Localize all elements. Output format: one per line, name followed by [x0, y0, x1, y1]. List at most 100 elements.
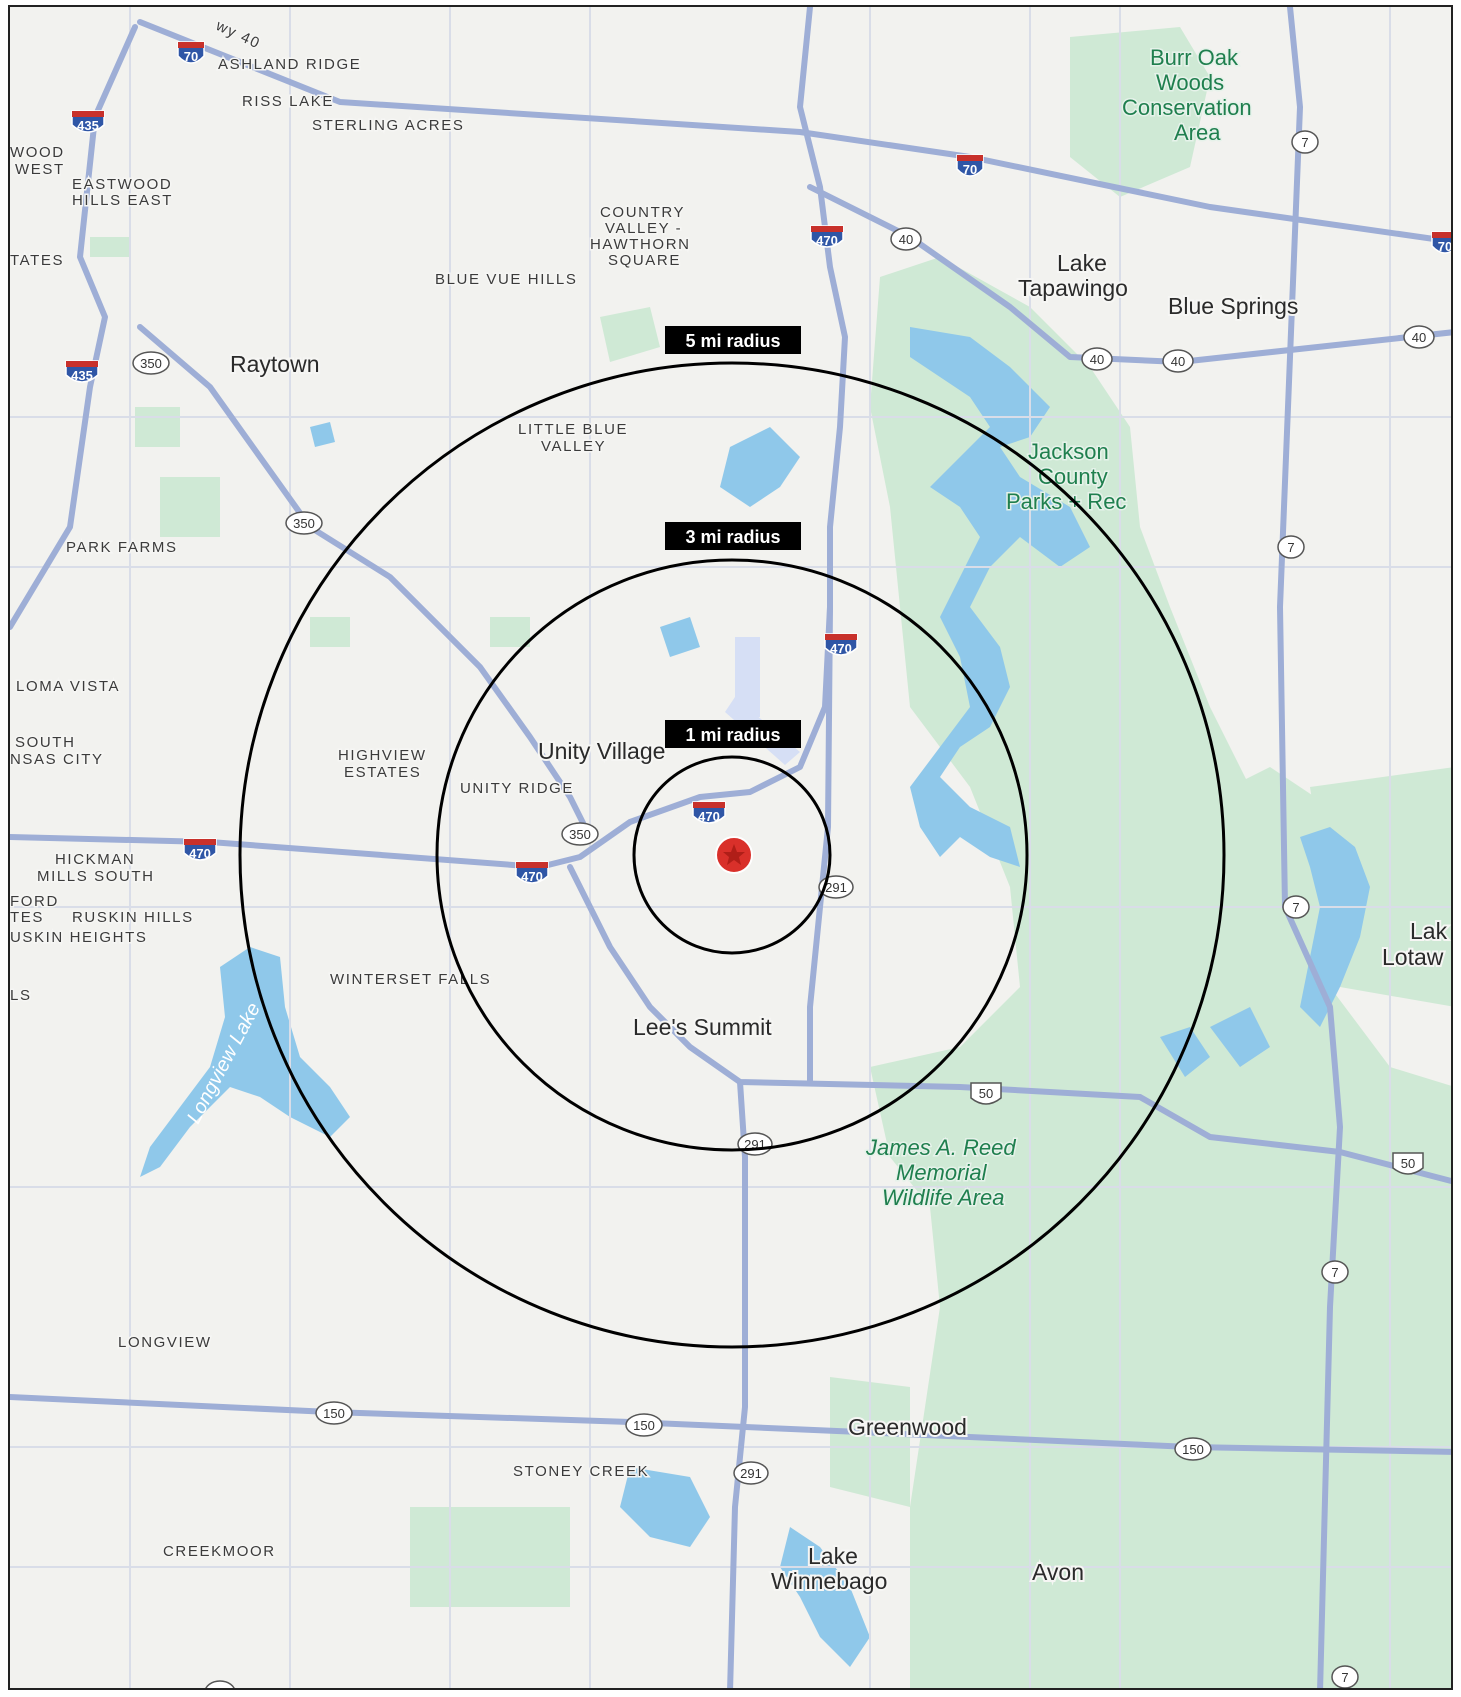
route-shield-icon: 7	[1282, 895, 1310, 919]
route-shield-icon: 40	[1162, 349, 1194, 373]
svg-text:7: 7	[1301, 135, 1308, 150]
svg-text:435: 435	[77, 118, 99, 133]
place-label: STERLING ACRES	[312, 117, 464, 134]
city-label: Lak	[1410, 918, 1448, 944]
place-label: LS	[10, 987, 32, 1004]
route-shield-icon: 7	[1321, 1260, 1349, 1284]
city-label: Lake	[1057, 250, 1107, 276]
svg-text:40: 40	[1090, 352, 1104, 367]
park-areas	[90, 27, 1451, 1688]
interstate-shield-icon: 70	[1431, 231, 1451, 254]
place-label: HAWTHORN	[590, 236, 691, 253]
place-label: EASTWOOD	[72, 176, 172, 193]
city-label: Lotaw	[1382, 944, 1444, 970]
radius-labels: 5 mi radius 3 mi radius 1 mi radius	[665, 326, 801, 748]
svg-text:350: 350	[140, 356, 162, 371]
map-canvas[interactable]: wy 40 ASHLAND RIDGE RISS LAKE STERLING A…	[10, 7, 1453, 1690]
svg-text:50: 50	[213, 1685, 227, 1690]
route-shield-icon: 150	[315, 1401, 353, 1425]
place-label: RUSKIN HILLS	[72, 909, 194, 926]
lake-winnebago-shape	[780, 1527, 870, 1667]
place-label: CREEKMOOR	[163, 1543, 276, 1560]
route-shield-icon: 291	[737, 1132, 773, 1156]
place-label: LONGVIEW	[118, 1334, 212, 1351]
svg-text:3 mi radius: 3 mi radius	[685, 527, 780, 547]
road-40	[807, 184, 1451, 365]
route-shield-icon: 350	[132, 351, 170, 375]
city-label: Tapawingo	[1018, 275, 1128, 301]
interstate-shield-icon: 435	[71, 110, 105, 133]
radius-label-5: 5 mi radius	[665, 326, 801, 354]
road-150	[10, 1394, 1451, 1455]
center-marker-icon[interactable]	[715, 836, 753, 874]
longview-lake-shape	[140, 947, 350, 1177]
radius-rings	[238, 361, 1226, 1349]
city-label: Greenwood	[848, 1414, 967, 1440]
park-label: Conservation	[1122, 95, 1252, 120]
place-label: ASHLAND RIDGE	[218, 56, 361, 73]
interstate-shield-icon: 470	[183, 838, 217, 861]
place-label: NSAS CITY	[10, 751, 104, 768]
svg-text:470: 470	[521, 869, 543, 884]
interstate-shield-icon: 70	[956, 154, 984, 177]
svg-text:7: 7	[1331, 1265, 1338, 1280]
place-label: TES	[10, 909, 44, 926]
place-label: ESTATES	[344, 764, 421, 781]
place-label: WOOD	[10, 144, 65, 161]
place-label: SOUTH	[15, 734, 76, 751]
svg-text:7: 7	[1341, 1670, 1348, 1685]
place-label: SQUARE	[608, 252, 681, 269]
interstate-shield-icon: 470	[515, 861, 549, 884]
svg-text:150: 150	[1182, 1442, 1204, 1457]
ring-5-mi	[238, 361, 1226, 1349]
map-frame[interactable]: wy 40 ASHLAND RIDGE RISS LAKE STERLING A…	[8, 5, 1453, 1690]
city-label: Avon	[1032, 1559, 1084, 1585]
city-labels: Raytown Unity Village Lee's Summit Lake …	[228, 248, 1450, 1596]
route-shield-icon: 7	[1331, 1665, 1359, 1688]
route-shield-icon: 291	[733, 1461, 769, 1485]
route-shields: 7 40 350 40 40 40 350 7 350 291 7 50 291…	[132, 130, 1435, 1690]
city-label: Blue Springs	[1168, 293, 1298, 319]
svg-text:150: 150	[323, 1406, 345, 1421]
park-label: Memorial	[896, 1160, 988, 1185]
svg-text:40: 40	[899, 232, 913, 247]
route-shield-icon: 50	[205, 1680, 235, 1690]
place-label: HICKMAN	[55, 851, 135, 868]
svg-text:70: 70	[963, 162, 977, 177]
route-shield-icon: 40	[1081, 347, 1113, 371]
park-label: Jackson	[1028, 439, 1109, 464]
route-shield-icon: 150	[625, 1413, 663, 1437]
route-shield-icon: 7	[1291, 130, 1319, 154]
place-label: WEST	[15, 161, 65, 178]
route-shield-icon: 7	[1277, 535, 1305, 559]
svg-text:7: 7	[1292, 900, 1299, 915]
svg-text:50: 50	[979, 1086, 993, 1101]
city-label: Raytown	[230, 351, 319, 377]
route-shield-icon: 40	[1403, 325, 1435, 349]
jackson-county-lake-shape	[910, 327, 1090, 867]
park-labels: Burr Oak Woods Conservation Area Jackson…	[864, 44, 1254, 1212]
place-label: VALLEY	[541, 438, 606, 455]
place-label: WINTERSET FALLS	[330, 971, 491, 988]
svg-text:40: 40	[1412, 330, 1426, 345]
place-label: LOMA VISTA	[16, 678, 120, 695]
place-label: PARK FARMS	[66, 539, 178, 556]
radius-label-3: 3 mi radius	[665, 522, 801, 550]
svg-text:291: 291	[825, 880, 847, 895]
interstate-shield-icon: 470	[692, 801, 726, 824]
route-shield-icon: 350	[285, 511, 323, 535]
svg-text:150: 150	[633, 1418, 655, 1433]
place-label: STONEY CREEK	[513, 1463, 649, 1480]
place-label: HIGHVIEW	[338, 747, 427, 764]
svg-text:40: 40	[1171, 354, 1185, 369]
svg-text:470: 470	[698, 809, 720, 824]
svg-text:350: 350	[569, 827, 591, 842]
route-shield-icon: 350	[561, 822, 599, 846]
park-label: Burr Oak	[1150, 45, 1239, 70]
svg-text:7: 7	[1287, 540, 1294, 555]
place-label: FORD	[10, 893, 59, 910]
park-label: Wildlife Area	[882, 1185, 1004, 1210]
route-shield-icon: 50	[1392, 1152, 1424, 1175]
place-label: UNITY RIDGE	[460, 780, 574, 797]
place-label: MILLS SOUTH	[37, 868, 155, 885]
